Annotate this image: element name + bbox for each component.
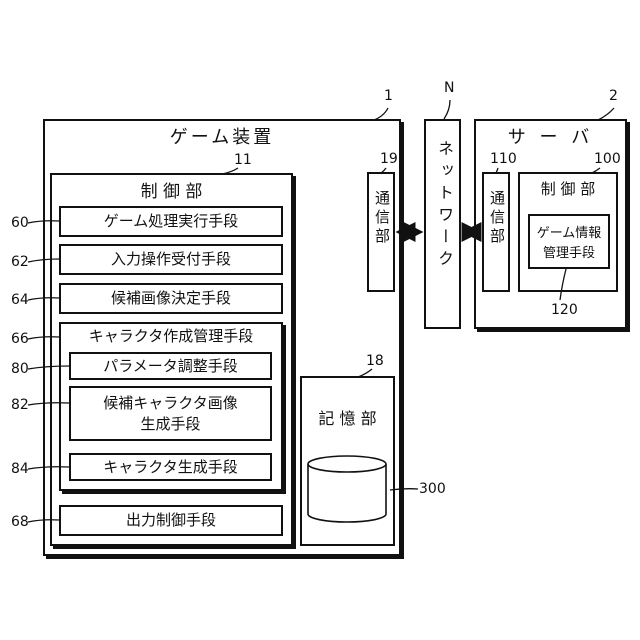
module-input-accept-label: 入力操作受付手段 — [59, 249, 283, 269]
network-label: ネットワーク — [432, 140, 456, 272]
module-output-control-label: 出力制御手段 — [59, 510, 283, 530]
db-line1: 身体パーツ — [304, 477, 390, 496]
ref-19: 19 — [380, 151, 398, 167]
module-candidate-image-label: 候補画像決定手段 — [59, 288, 283, 308]
ref-66: 66 — [11, 331, 29, 347]
control-unit-title: 制 御 部 — [50, 177, 293, 202]
ref-120: 120 — [551, 302, 578, 318]
control-unit-ref: 11 — [234, 152, 252, 168]
db-line2: DB — [304, 496, 390, 512]
ref-68: 68 — [11, 514, 29, 530]
storage-box — [300, 376, 395, 546]
ref-60: 60 — [11, 215, 29, 231]
storage-title: 記 憶 部 — [300, 405, 395, 429]
server-control-title: 制 御 部 — [518, 178, 618, 199]
ref-network: N — [444, 80, 454, 96]
game-info-line1: ゲーム情報 — [528, 222, 610, 241]
ref-62: 62 — [11, 254, 29, 270]
game-device-title: ゲーム装置 — [43, 123, 401, 149]
server-title: サ ー バ — [474, 123, 627, 149]
ref-18: 18 — [366, 353, 384, 369]
ref-80: 80 — [11, 361, 29, 377]
module-candidate-character-line1: 候補キャラクタ画像 — [69, 393, 272, 413]
character-management-title: キャラクタ作成管理手段 — [59, 326, 283, 346]
ref-64: 64 — [11, 292, 29, 308]
game-device-ref: 1 — [384, 88, 393, 104]
server-comm-label: 通信部 — [487, 190, 507, 247]
module-game-processing-label: ゲーム処理実行手段 — [59, 211, 283, 231]
game-info-line2: 管理手段 — [528, 242, 610, 261]
ref-server: 2 — [609, 88, 618, 104]
module-parameter-adjust-label: パラメータ調整手段 — [69, 356, 272, 376]
ref-82: 82 — [11, 397, 29, 413]
ref-100: 100 — [594, 151, 621, 167]
module-character-generate-label: キャラクタ生成手段 — [69, 457, 272, 477]
ref-110: 110 — [490, 151, 517, 167]
ref-84: 84 — [11, 461, 29, 477]
ref-300: 300 — [419, 481, 446, 497]
device-comm-label: 通信部 — [372, 190, 392, 247]
module-candidate-character-line2: 生成手段 — [69, 414, 272, 434]
